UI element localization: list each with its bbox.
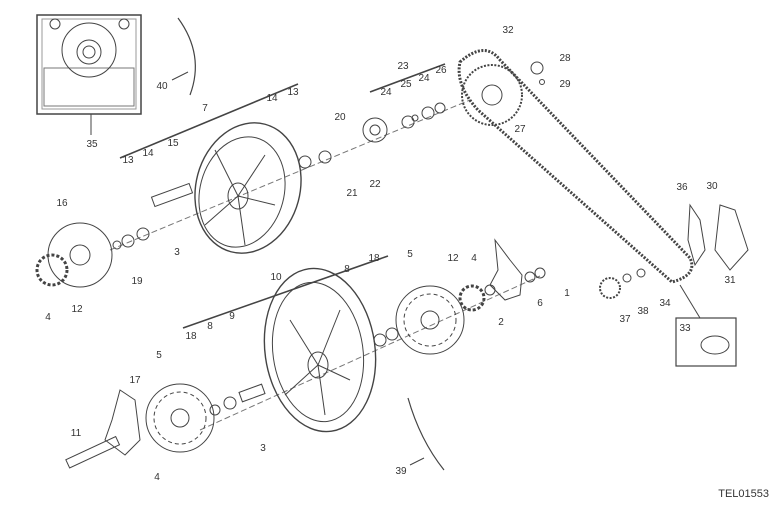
part-label-22: 22	[369, 179, 381, 190]
part-label-12: 12	[447, 253, 459, 264]
part-label-9: 9	[229, 311, 235, 322]
part-label-15: 15	[167, 138, 179, 149]
part-label-24: 24	[380, 87, 392, 98]
arc-40	[177, 17, 196, 96]
part-label-16: 16	[56, 198, 68, 209]
drive-chain	[457, 49, 694, 284]
part-label-24: 24	[418, 73, 430, 84]
part-label-1: 1	[564, 288, 570, 299]
part-label-5: 5	[407, 249, 413, 260]
part-label-4: 4	[45, 312, 51, 323]
part-label-13: 13	[122, 155, 134, 166]
part-label-19: 19	[131, 276, 143, 287]
part-label-26: 26	[435, 65, 447, 76]
part-label-3: 3	[260, 443, 266, 454]
part-label-10: 10	[270, 272, 282, 283]
part-label-28: 28	[559, 53, 571, 64]
front-wheel	[263, 267, 377, 433]
part-label-4: 4	[154, 472, 160, 483]
part-label-33: 33	[679, 323, 691, 334]
part-label-6: 6	[537, 298, 543, 309]
part-label-38: 38	[637, 306, 649, 317]
inset-sprocket-cover	[36, 14, 142, 135]
part-label-34: 34	[659, 298, 671, 309]
part-label-17: 17	[129, 375, 141, 386]
part-label-29: 29	[559, 79, 571, 90]
part-label-8: 8	[207, 321, 213, 332]
part-label-4: 4	[471, 253, 477, 264]
part-label-11: 11	[71, 428, 82, 439]
part-label-23: 23	[397, 61, 409, 72]
part-label-14: 14	[266, 93, 278, 104]
part-label-39: 39	[395, 466, 407, 477]
part-label-18: 18	[368, 253, 380, 264]
part-label-31: 31	[724, 275, 736, 286]
part-label-35: 35	[86, 139, 98, 150]
part-label-14: 14	[142, 148, 154, 159]
part-label-25: 25	[400, 79, 412, 90]
part-label-30: 30	[706, 181, 718, 192]
part-label-37: 37	[619, 314, 631, 325]
rear-sprocket	[461, 64, 523, 126]
part-label-27: 27	[514, 124, 526, 135]
part-label-2: 2	[498, 317, 504, 328]
part-label-7: 7	[202, 103, 208, 114]
part-label-20: 20	[334, 112, 346, 123]
part-label-21: 21	[346, 188, 358, 199]
drawing-code: TEL01553	[718, 488, 769, 500]
part-label-40: 40	[156, 81, 168, 92]
part-label-18: 18	[185, 331, 197, 342]
part-label-36: 36	[676, 182, 688, 193]
part-label-13: 13	[287, 87, 299, 98]
part-label-32: 32	[502, 25, 514, 36]
part-label-8: 8	[344, 264, 350, 275]
rear-wheel	[194, 122, 302, 254]
part-label-12: 12	[71, 304, 83, 315]
part-label-3: 3	[174, 247, 180, 258]
part-label-5: 5	[156, 350, 162, 361]
